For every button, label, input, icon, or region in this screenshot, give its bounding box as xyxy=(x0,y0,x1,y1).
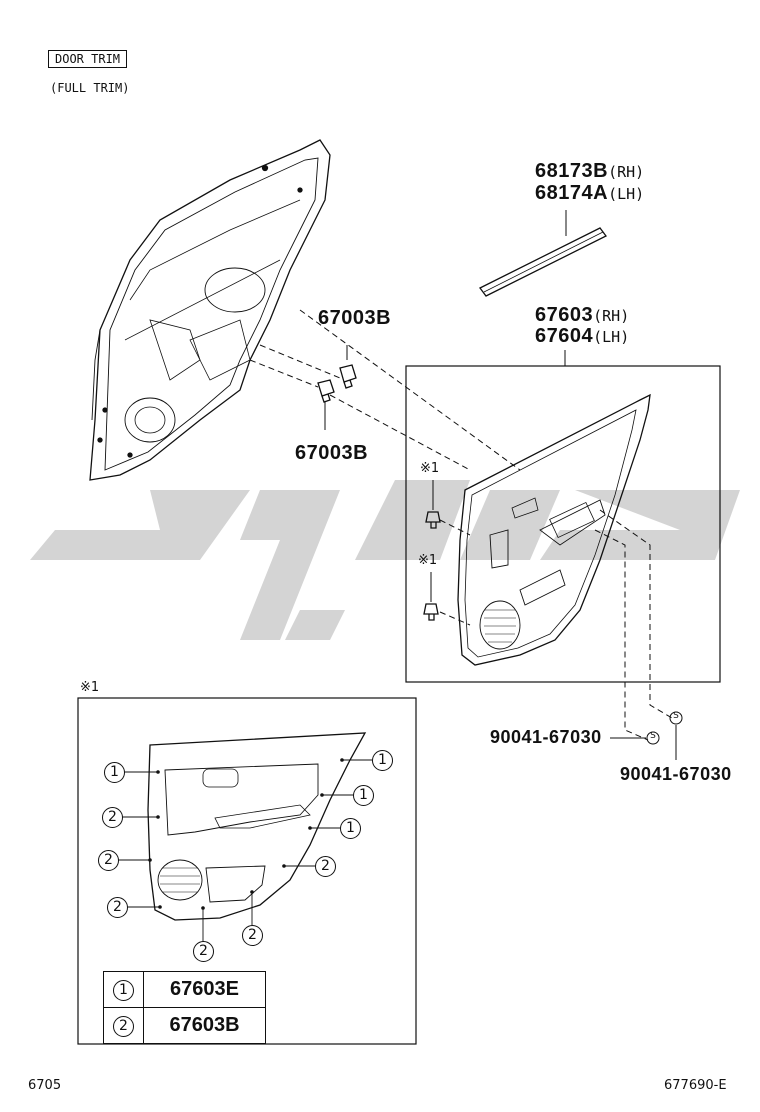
callout-1: 1 xyxy=(104,762,125,783)
part-number: 68174A xyxy=(535,182,609,204)
legend-row[interactable]: 1 67603E xyxy=(103,971,266,1008)
detail-panel xyxy=(147,732,367,921)
part-label-clip-bottom[interactable]: 67003B xyxy=(295,442,369,464)
page-number-right: 677690-E xyxy=(664,1078,727,1093)
clip-parts xyxy=(317,345,357,430)
callout-2: 2 xyxy=(98,850,119,871)
screw-symbol-icon: S xyxy=(650,731,656,741)
callout-1: 1 xyxy=(340,818,361,839)
part-label-panel-rh[interactable]: 67603(RH) xyxy=(535,304,629,327)
legend-table: 1 67603E 2 67603B xyxy=(103,971,266,1044)
screw-symbol-icon: S xyxy=(673,711,679,721)
callout-2: 2 xyxy=(193,941,214,962)
callout-2: 2 xyxy=(242,925,263,946)
legend-key: 2 xyxy=(113,1015,134,1037)
callout-1: 1 xyxy=(353,785,374,806)
part-label-weatherstrip-rh[interactable]: 68173B(RH) xyxy=(535,160,644,183)
callout-1: 1 xyxy=(372,750,393,771)
detail-note-mark: ※1 xyxy=(80,680,100,695)
legend-part: 67603B xyxy=(143,1007,266,1044)
section-title-box: DOOR TRIM xyxy=(48,50,128,68)
section-subtitle: (FULL TRIM) xyxy=(50,81,130,95)
weatherstrip-part xyxy=(479,210,607,297)
part-label-screw-left[interactable]: 90041-67030 xyxy=(490,727,602,747)
note-mark: ※1 xyxy=(418,553,438,568)
note-mark: ※1 xyxy=(420,461,440,476)
callout-2: 2 xyxy=(102,807,123,828)
panel-clips xyxy=(423,480,441,621)
legend-key: 1 xyxy=(113,979,134,1001)
door-frame xyxy=(89,139,331,481)
side-label: (RH) xyxy=(608,163,645,181)
part-number: 68173B xyxy=(535,160,609,182)
page-number-left: 6705 xyxy=(28,1078,62,1093)
callout-2: 2 xyxy=(315,856,336,877)
part-number: 67603 xyxy=(535,304,594,326)
part-label-screw-right[interactable]: 90041-67030 xyxy=(620,764,732,784)
side-label: (LH) xyxy=(593,328,630,346)
legend-part: 67603E xyxy=(143,971,266,1008)
part-label-clip-top[interactable]: 67003B xyxy=(318,307,392,329)
part-label-panel-lh[interactable]: 67604(LH) xyxy=(535,325,629,348)
callout-2: 2 xyxy=(107,897,128,918)
legend-row[interactable]: 2 67603B xyxy=(103,1007,266,1044)
trim-panel xyxy=(457,393,651,666)
part-label-weatherstrip-lh[interactable]: 68174A(LH) xyxy=(535,182,644,205)
part-number: 67604 xyxy=(535,325,594,347)
side-label: (RH) xyxy=(593,307,630,325)
side-label: (LH) xyxy=(608,185,645,203)
